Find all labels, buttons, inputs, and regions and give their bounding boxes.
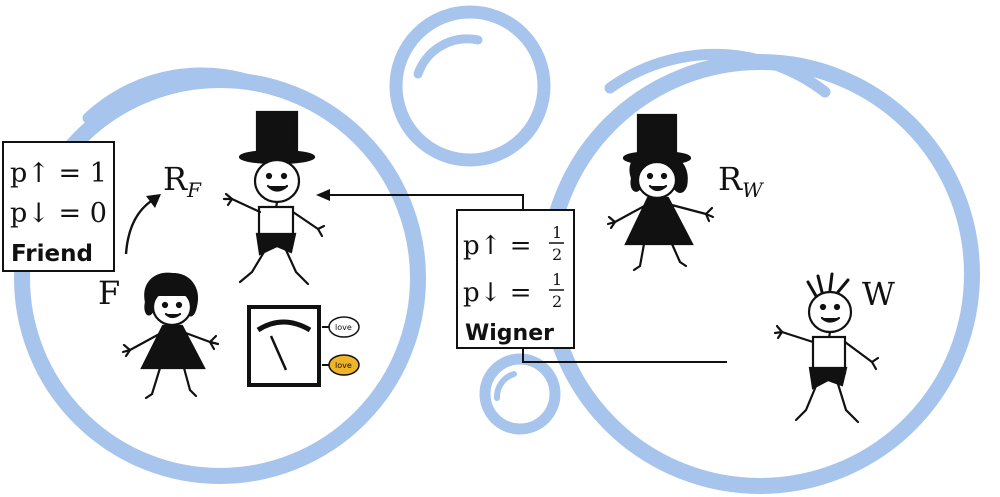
arrow-head bbox=[316, 189, 330, 201]
connections bbox=[124, 189, 727, 363]
wigner-bubble bbox=[540, 54, 980, 494]
left-arm bbox=[780, 330, 815, 344]
bulb-off: love bbox=[322, 316, 360, 338]
right-arm bbox=[181, 330, 212, 344]
wigner-to-referee-arrow-line bbox=[322, 194, 524, 210]
left-leg bbox=[632, 242, 646, 272]
left-arm bbox=[230, 197, 262, 214]
right-arm bbox=[843, 340, 874, 364]
right-arm bbox=[291, 210, 320, 231]
right-leg bbox=[670, 242, 688, 268]
wigner-p-up-label: p↑ = bbox=[463, 231, 531, 261]
hair bbox=[806, 272, 850, 298]
top-hat-crown bbox=[255, 110, 299, 158]
right-arm bbox=[666, 202, 708, 216]
face bbox=[636, 160, 678, 200]
wigner-bubble-highlight bbox=[604, 48, 831, 98]
meter-needle bbox=[269, 335, 288, 371]
bulb-off-text: love bbox=[335, 323, 352, 332]
top-small-bubble-highlight bbox=[413, 34, 483, 79]
friend-info-box: p↑ = 1 p↓ = 0 Friend bbox=[2, 141, 115, 272]
top-small-bubble bbox=[389, 5, 551, 167]
friend-label: F bbox=[98, 274, 120, 312]
curved-arrow-head bbox=[146, 194, 161, 208]
head bbox=[253, 158, 301, 204]
friend-box-frame bbox=[2, 141, 115, 272]
right-leg bbox=[284, 248, 310, 286]
right-leg bbox=[836, 382, 860, 424]
bottom-small-bubble bbox=[479, 353, 561, 435]
wigner-p-up-numerator: 1 bbox=[552, 223, 562, 242]
character-labels: RF F RW W bbox=[98, 160, 895, 313]
dress bbox=[624, 196, 694, 246]
wigner-p-down-denominator: 2 bbox=[552, 292, 562, 311]
friend-referee-label: RF bbox=[163, 160, 202, 202]
meter-scale bbox=[256, 319, 312, 333]
measurement-meter: love love bbox=[247, 305, 360, 387]
top-hat-crown bbox=[636, 113, 678, 159]
bottom-small-bubble-highlight bbox=[494, 371, 517, 401]
left-leg bbox=[144, 366, 162, 400]
wigner-box-frame bbox=[456, 209, 575, 349]
shorts bbox=[808, 366, 848, 390]
wigner-p-up-denominator: 2 bbox=[552, 245, 562, 264]
friend-referee-subscript: F bbox=[186, 178, 202, 202]
meter-frame bbox=[247, 305, 321, 387]
wigner-p-down-numerator: 1 bbox=[552, 270, 562, 289]
left-arm bbox=[128, 330, 165, 352]
wigner-referee-label: RW bbox=[718, 160, 764, 202]
wigner-box-name: Wigner bbox=[465, 321, 554, 346]
friend-referee-letter: R bbox=[163, 160, 188, 198]
wigner-referee-figure bbox=[606, 113, 715, 272]
left-arm bbox=[613, 202, 650, 224]
bulb-on: love bbox=[322, 354, 360, 376]
wigner-p-down-label: p↓ = bbox=[463, 278, 531, 308]
head bbox=[807, 290, 853, 334]
wigner-box-to-wigner-line bbox=[522, 348, 727, 363]
bulb-on-text: love bbox=[335, 361, 352, 370]
left-leg bbox=[794, 384, 818, 422]
wigner-figure bbox=[773, 272, 880, 424]
friend-p-up: p↑ = 1 bbox=[10, 158, 107, 189]
dress bbox=[140, 324, 206, 370]
wigner-label: W bbox=[862, 275, 895, 313]
friend-bubble bbox=[14, 72, 426, 484]
friend-referee-figure bbox=[222, 110, 326, 286]
friend-box-name: Friend bbox=[11, 241, 93, 267]
shorts bbox=[255, 232, 297, 256]
right-leg bbox=[182, 366, 198, 398]
friend-p-down: p↓ = 0 bbox=[10, 198, 107, 229]
friend-figure bbox=[121, 272, 220, 400]
friend-curved-arrow bbox=[124, 196, 157, 255]
wigner-referee-letter: R bbox=[718, 160, 743, 198]
friend-bubble-highlight bbox=[82, 67, 276, 124]
wigner-info-box: p↑ = 1 2 p↓ = 1 2 Wigner bbox=[456, 209, 575, 349]
wigner-referee-subscript: W bbox=[742, 178, 764, 202]
left-leg bbox=[238, 250, 266, 284]
